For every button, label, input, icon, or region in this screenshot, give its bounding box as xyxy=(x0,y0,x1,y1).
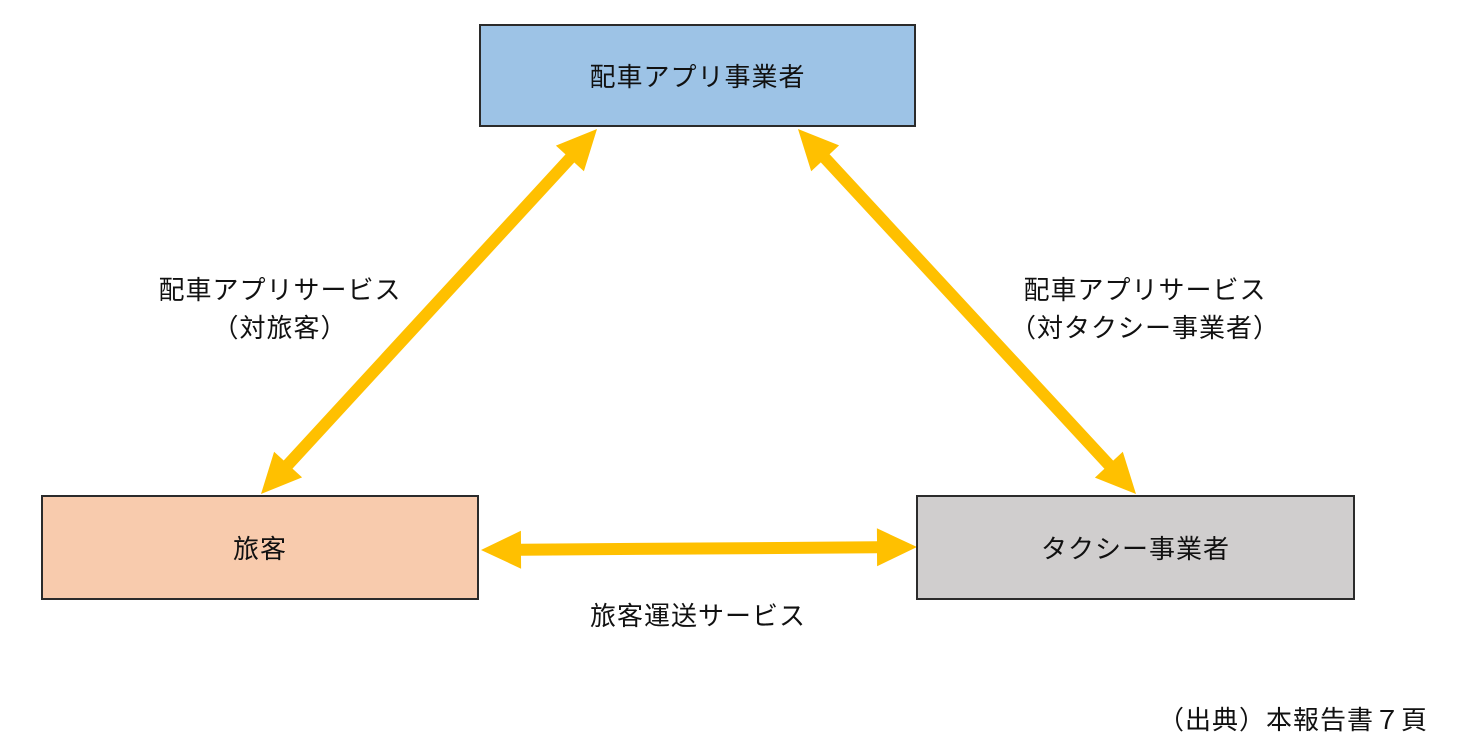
edge-label-passenger-taxi-line1: 旅客運送サービス xyxy=(589,602,806,632)
node-passenger-label: 旅客 xyxy=(232,535,287,565)
node-taxi-operator-label: タクシー事業者 xyxy=(1040,535,1230,565)
arrow-passenger-taxi xyxy=(481,528,917,569)
edge-label-app-taxi-line2: （対タクシー事業者） xyxy=(1009,314,1280,344)
node-passenger: 旅客 xyxy=(41,495,479,600)
arrow-passenger-taxi-shape xyxy=(481,528,917,569)
edge-label-app-taxi: 配車アプリサービス （対タクシー事業者） xyxy=(985,272,1305,348)
arrow-app-passenger-shape xyxy=(261,129,597,494)
edge-label-app-passenger: 配車アプリサービス （対旅客） xyxy=(130,272,430,348)
edge-label-app-passenger-line1: 配車アプリサービス xyxy=(158,276,402,306)
node-taxi-operator: タクシー事業者 xyxy=(916,495,1355,600)
node-app-operator: 配車アプリ事業者 xyxy=(479,24,916,127)
edge-label-passenger-taxi: 旅客運送サービス xyxy=(548,598,848,636)
arrow-app-taxi-shape xyxy=(798,129,1136,494)
arrow-app-taxi xyxy=(798,129,1136,494)
source-note: （出典）本報告書７頁 xyxy=(1157,706,1428,736)
edge-label-app-passenger-line2: （対旅客） xyxy=(212,314,348,344)
node-app-operator-label: 配車アプリ事業者 xyxy=(589,63,806,93)
edge-label-app-taxi-line1: 配車アプリサービス xyxy=(1023,276,1267,306)
arrow-app-passenger xyxy=(261,129,597,494)
